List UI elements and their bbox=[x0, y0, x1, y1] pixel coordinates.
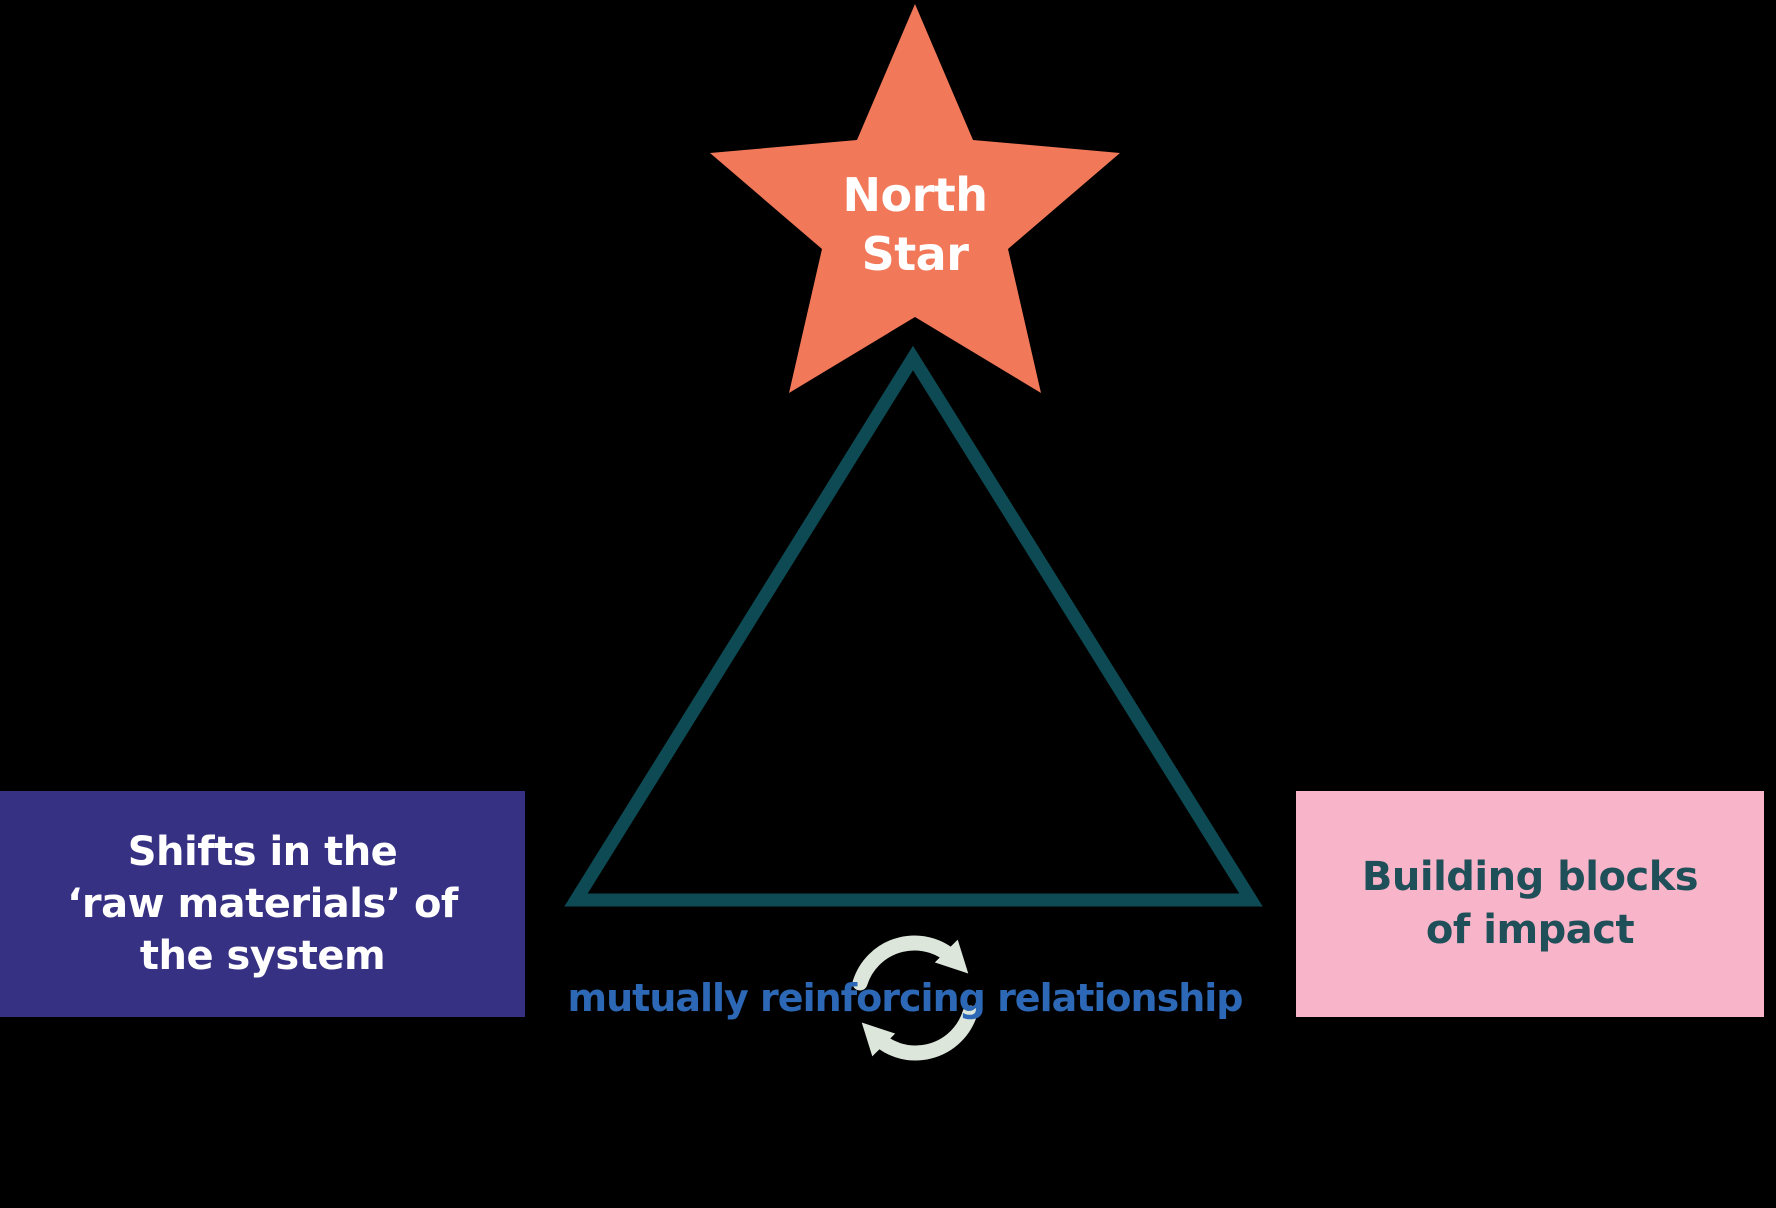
cycle-arrows-icon bbox=[852, 935, 978, 1061]
left-box-line1: Shifts in the bbox=[127, 829, 398, 875]
north-star-label-line1: North bbox=[842, 168, 988, 222]
right-box-building-blocks: Building blocks of impact bbox=[1296, 791, 1764, 1017]
cycle-arrow-top bbox=[852, 935, 969, 991]
left-box-line3: the system bbox=[139, 933, 386, 979]
left-box-shifts-raw-materials: Shifts in the ‘raw materials’ of the sys… bbox=[0, 791, 525, 1017]
left-box-line2: ‘raw materials’ of bbox=[67, 881, 458, 927]
north-star-label-line2: Star bbox=[861, 227, 969, 281]
north-star-icon bbox=[710, 4, 1120, 393]
cycle-arrow-bottom bbox=[861, 1005, 978, 1061]
north-star-label: North Star bbox=[715, 166, 1115, 284]
mutually-reinforcing-caption: mutually reinforcing relationship bbox=[567, 976, 1244, 1020]
right-box-line1: Building blocks bbox=[1361, 854, 1699, 900]
right-box-line2: of impact bbox=[1425, 907, 1635, 953]
triangle-outline bbox=[564, 345, 1263, 907]
